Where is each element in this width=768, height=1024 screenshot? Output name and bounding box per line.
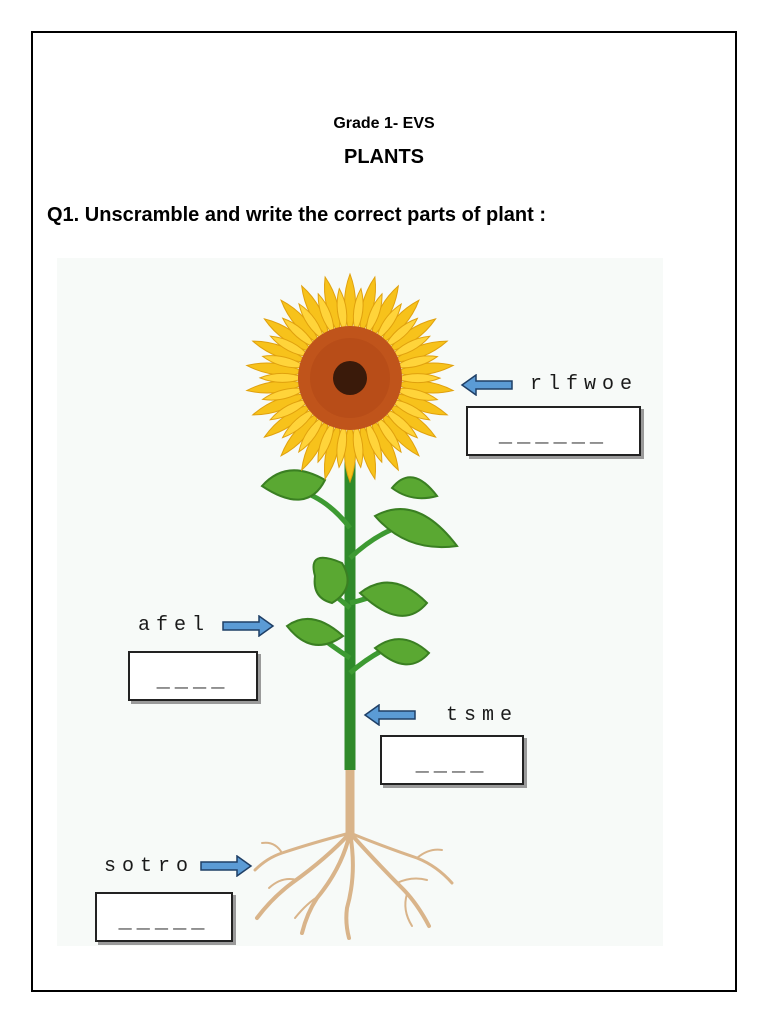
- plant-illustration: [57, 258, 663, 946]
- question-text: Q1. Unscramble and write the correct par…: [47, 204, 547, 226]
- stem-scrambled-word: tsme: [446, 704, 519, 727]
- page-frame: [31, 31, 737, 992]
- stem-answer-blanks: ____: [415, 752, 489, 777]
- petal: [317, 418, 335, 464]
- petal: [374, 413, 402, 454]
- petal: [382, 406, 419, 439]
- petal: [317, 292, 335, 338]
- stem-answer-box[interactable]: ____: [380, 735, 524, 785]
- petal: [336, 287, 348, 335]
- petal: [352, 421, 364, 469]
- petal: [393, 373, 442, 384]
- petal: [258, 372, 307, 383]
- leaf-answer-blanks: ____: [156, 668, 230, 693]
- leaves-drawing: [260, 469, 459, 666]
- petal: [298, 302, 326, 343]
- petal: [392, 355, 439, 369]
- petal: [388, 335, 431, 358]
- arrow-left-icon: [460, 374, 513, 396]
- petal: [336, 421, 348, 469]
- petal: [269, 398, 312, 421]
- flower-drawing: [245, 272, 455, 484]
- petal: [352, 287, 364, 335]
- flower-scrambled-word: rlfwoe: [530, 373, 639, 396]
- arrow-left-icon: [363, 704, 416, 726]
- leaf-answer-box[interactable]: ____: [128, 651, 258, 701]
- petal: [365, 292, 383, 338]
- petal: [298, 413, 326, 454]
- leaf-scrambled-word: afel: [138, 614, 211, 637]
- petal: [392, 387, 439, 401]
- subject-title: PLANTS: [344, 146, 424, 168]
- petal: [261, 387, 308, 401]
- roots-scrambled-word: sotro: [104, 855, 195, 878]
- petal: [388, 398, 431, 421]
- petal: [365, 418, 383, 464]
- roots-drawing: [253, 763, 454, 940]
- sunflower-plant-drawing: [245, 272, 459, 940]
- petal: [374, 302, 402, 343]
- roots-answer-box[interactable]: _____: [95, 892, 233, 942]
- petal: [261, 355, 308, 369]
- flower-answer-blanks: ______: [498, 423, 609, 448]
- roots-answer-blanks: _____: [118, 909, 210, 934]
- petal: [382, 317, 419, 350]
- flower-answer-box[interactable]: ______: [466, 406, 641, 456]
- petal: [269, 335, 312, 358]
- petal: [281, 317, 318, 350]
- arrow-right-icon: [222, 615, 275, 637]
- arrow-right-icon: [200, 855, 253, 877]
- grade-title: Grade 1- EVS: [333, 115, 435, 132]
- petal: [281, 406, 318, 439]
